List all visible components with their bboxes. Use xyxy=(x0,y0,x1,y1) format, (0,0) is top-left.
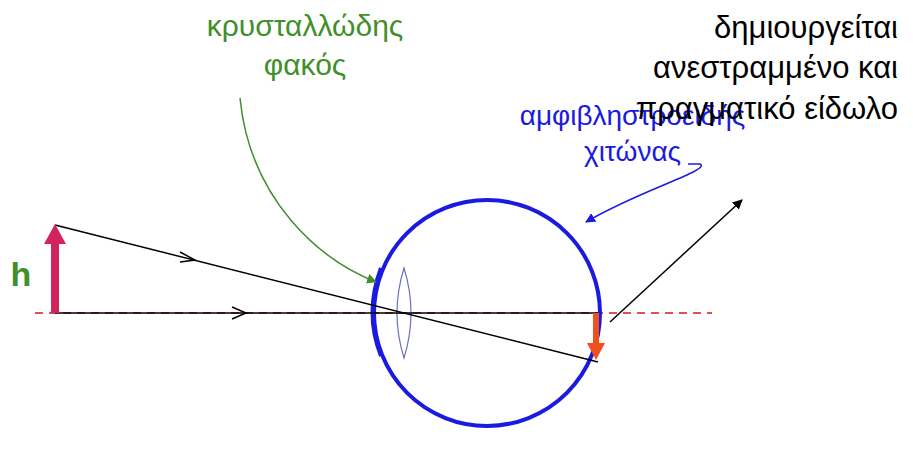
light-ray xyxy=(55,225,598,362)
optical-axis xyxy=(35,312,712,314)
lens-leader xyxy=(240,98,376,282)
image-arrowhead xyxy=(587,343,605,360)
ray-direction xyxy=(232,307,246,319)
note-label: δημιουργείται ανεστραμμένο και πραγματικ… xyxy=(630,8,898,129)
object-arrow xyxy=(51,240,59,313)
image-leader xyxy=(610,200,742,322)
image-arrow xyxy=(593,313,599,345)
ray-direction xyxy=(180,252,195,262)
part-label: κρυσταλλώδης φακός xyxy=(170,6,440,84)
light-ray xyxy=(55,312,598,314)
object-arrowhead xyxy=(44,224,66,244)
retina-leader xyxy=(586,164,701,222)
height-symbol: h xyxy=(8,252,34,296)
